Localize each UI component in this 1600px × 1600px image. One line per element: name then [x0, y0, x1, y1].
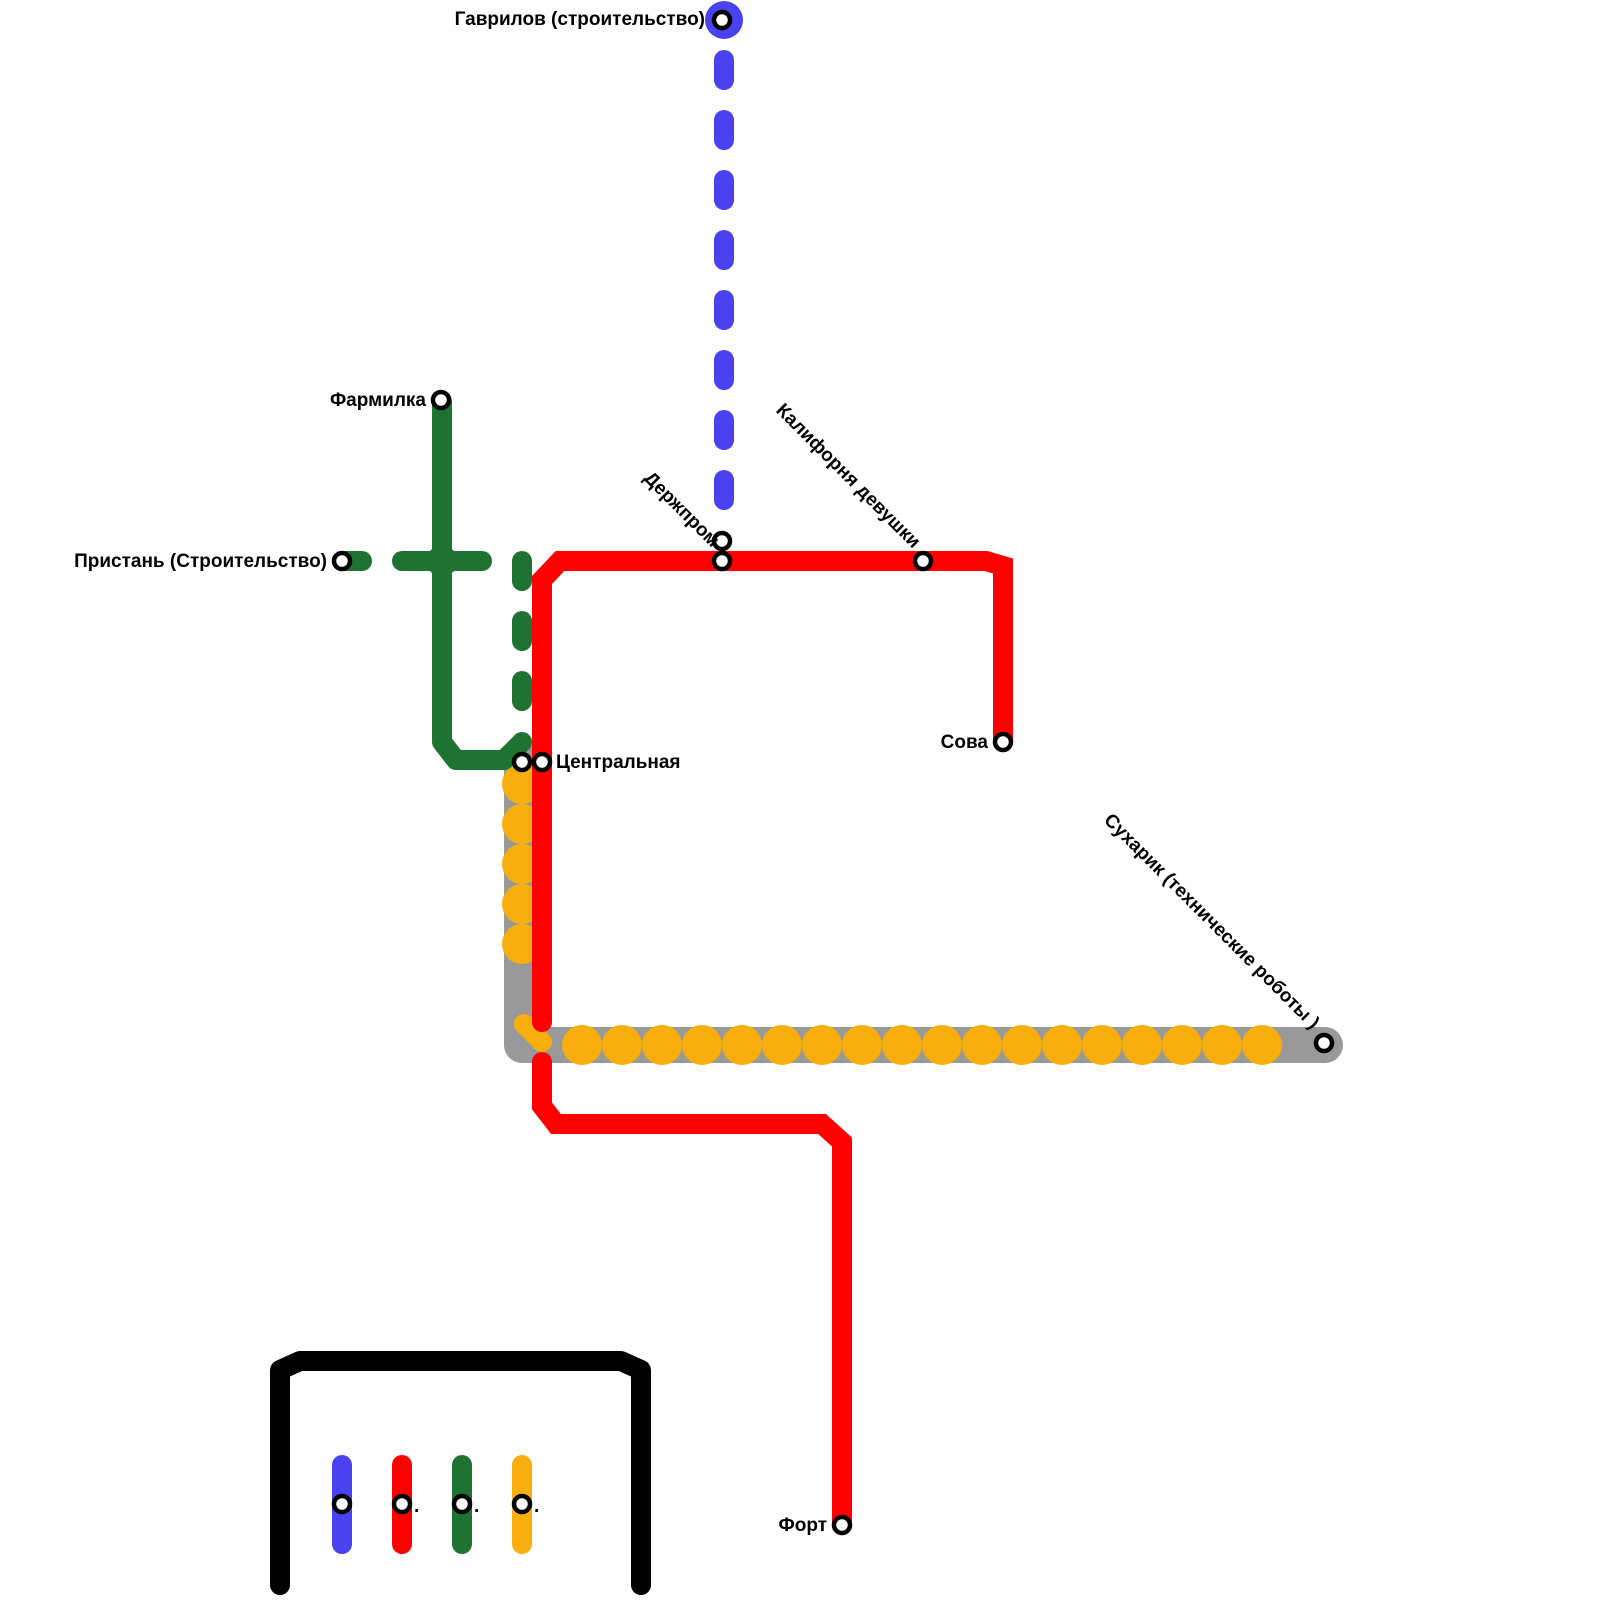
station-marker-green[interactable] — [511, 751, 533, 773]
legend-green-label: . — [474, 1496, 479, 1517]
stations: Гаврилов (строительство) Фармилка Приста… — [74, 9, 1335, 1536]
line-yellow-corner — [514, 1014, 552, 1052]
station-marker[interactable] — [711, 9, 733, 31]
line-blue — [705, 1, 743, 550]
line-gray-yellow — [502, 742, 1343, 1065]
station-kalifornia[interactable]: Калифорня девушки — [772, 400, 934, 572]
line-green-junction — [420, 539, 464, 583]
station-centralnaya[interactable]: Центральная — [511, 751, 681, 773]
station-label: Сова — [941, 732, 989, 753]
station-marker-red[interactable] — [711, 550, 733, 572]
legend-blue-station — [331, 1493, 353, 1515]
station-marker[interactable] — [831, 1514, 853, 1536]
legend-red-station — [391, 1493, 413, 1515]
line-green-main — [432, 392, 532, 770]
station-fort[interactable]: Форт — [779, 1514, 853, 1536]
legend-green-station — [451, 1493, 473, 1515]
station-pristan[interactable]: Пристань (Строительство) — [74, 550, 353, 572]
station-sova[interactable]: Сова — [941, 731, 1014, 753]
station-label: Центральная — [556, 752, 681, 773]
station-label: Сухарик (технические роботы ) — [1099, 810, 1323, 1034]
station-sukharik[interactable]: Сухарик (технические роботы ) — [1099, 810, 1335, 1054]
station-farmilka[interactable]: Фармилка — [330, 389, 452, 411]
station-marker-blue[interactable] — [711, 530, 733, 552]
station-marker[interactable] — [430, 389, 452, 411]
station-label: Гаврилов (строительство) — [455, 9, 705, 30]
legend-yellow-label: . — [534, 1496, 539, 1517]
station-marker-red[interactable] — [531, 751, 553, 773]
station-label: Держпром — [639, 468, 723, 552]
station-marker[interactable] — [992, 731, 1014, 753]
station-label: Калифорня девушки — [772, 400, 925, 553]
line-red-upper — [532, 551, 1013, 1032]
legend: . . . — [270, 1351, 651, 1595]
station-marker[interactable] — [1313, 1032, 1335, 1054]
line-red-lower — [532, 1052, 852, 1532]
legend-red-label: . — [414, 1496, 419, 1517]
legend-yellow-station — [511, 1493, 533, 1515]
station-gavrilov[interactable]: Гаврилов (строительство) — [455, 9, 733, 31]
legend-frame — [270, 1351, 651, 1595]
station-marker[interactable] — [331, 550, 353, 572]
station-marker[interactable] — [912, 550, 934, 572]
line-green — [332, 392, 532, 770]
station-label: Фармилка — [330, 390, 426, 411]
line-red — [532, 551, 1013, 1532]
station-label: Форт — [779, 1515, 827, 1536]
station-label: Пристань (Строительство) — [74, 551, 327, 572]
